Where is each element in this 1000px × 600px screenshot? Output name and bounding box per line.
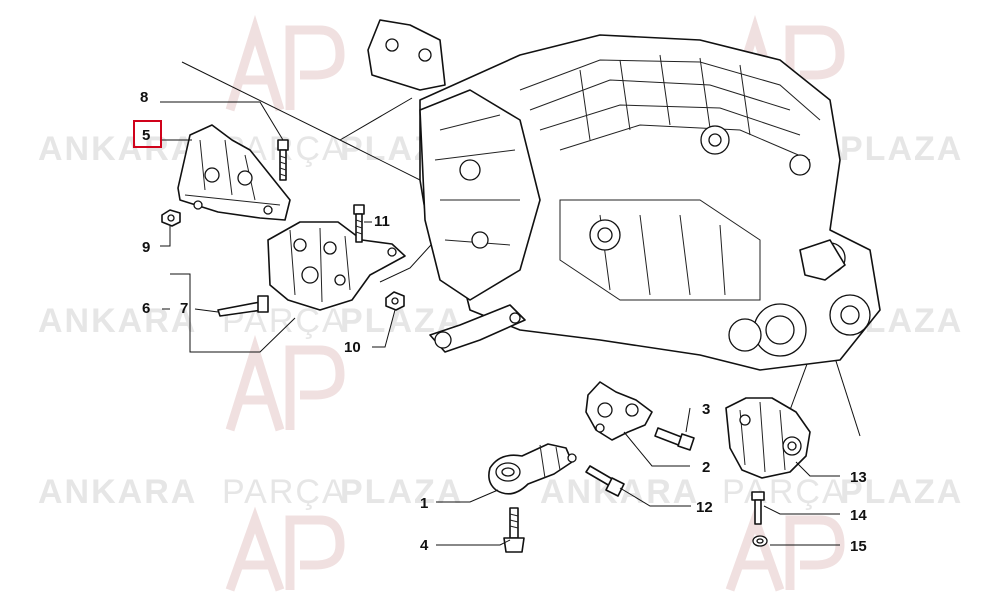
watermark-word-1: ANKARA xyxy=(38,130,197,168)
watermark-logo xyxy=(225,334,345,432)
leader-lines xyxy=(160,101,840,546)
callout-9[interactable]: 9 xyxy=(142,239,150,256)
watermark-word-2: PARÇA xyxy=(222,473,347,511)
callout-3[interactable]: 3 xyxy=(702,401,710,418)
watermark-word-3: PLAZA xyxy=(840,473,963,511)
selection-box xyxy=(133,120,162,148)
callout-8[interactable]: 8 xyxy=(140,89,148,106)
engine-assembly[interactable] xyxy=(367,19,881,371)
callout-15[interactable]: 15 xyxy=(850,538,867,555)
part-9-nut[interactable] xyxy=(161,209,181,227)
part-3-bolt[interactable] xyxy=(654,427,695,451)
callout-11[interactable]: 11 xyxy=(374,213,390,230)
callout-labels: 8 5 9 6 7 11 10 3 2 12 1 4 13 14 15 xyxy=(133,89,867,555)
watermark-word-1: ANKARA xyxy=(38,302,197,340)
callout-14[interactable]: 14 xyxy=(850,507,867,524)
callout-5[interactable]: 5 xyxy=(142,127,150,144)
part-2-support-bracket[interactable] xyxy=(585,381,653,441)
part-11-bolt[interactable] xyxy=(353,204,365,243)
callout-10[interactable]: 10 xyxy=(344,339,361,356)
watermark-word-3: PLAZA xyxy=(340,473,463,511)
part-15-washer[interactable] xyxy=(752,535,768,547)
part-7-stud[interactable] xyxy=(217,295,269,317)
part-1-torque-rod[interactable] xyxy=(488,443,577,495)
watermark-word-3: PLAZA xyxy=(840,130,963,168)
watermark-logo xyxy=(725,506,845,592)
part-12-bolt[interactable] xyxy=(585,465,625,497)
watermark-word-2: PARÇA xyxy=(722,473,847,511)
watermark-logo xyxy=(225,506,345,592)
callout-4[interactable]: 4 xyxy=(420,537,429,554)
part-5-mount-bracket[interactable] xyxy=(177,124,291,221)
part-4-bolt[interactable] xyxy=(503,507,525,553)
callout-13[interactable]: 13 xyxy=(850,469,867,486)
part-14-bolt[interactable] xyxy=(751,491,765,525)
callout-1[interactable]: 1 xyxy=(420,495,428,512)
part-10-nut[interactable] xyxy=(385,291,405,311)
callout-12[interactable]: 12 xyxy=(696,499,713,516)
part-8-bolt[interactable] xyxy=(277,139,289,181)
callout-7[interactable]: 7 xyxy=(180,300,188,317)
part-6-mount-plate[interactable] xyxy=(267,221,406,311)
watermark-logo xyxy=(225,14,345,112)
callout-2[interactable]: 2 xyxy=(702,459,710,476)
callout-6[interactable]: 6 xyxy=(142,300,150,317)
watermark-word-1: ANKARA xyxy=(38,473,197,511)
part-13-engine-mount[interactable] xyxy=(725,397,811,479)
